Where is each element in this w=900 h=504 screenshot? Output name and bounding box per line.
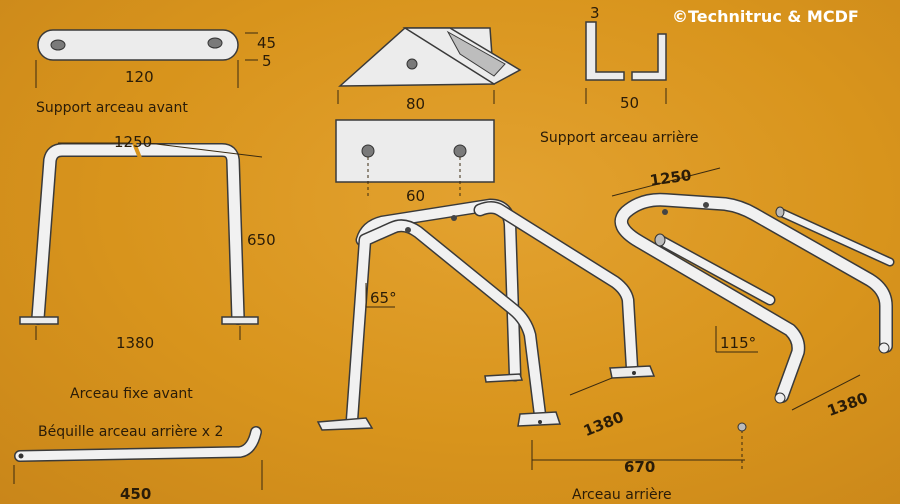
support-avant-caption: Support arceau avant — [36, 100, 188, 116]
support-arriere-caption: Support arceau arrière — [540, 130, 698, 146]
support-avant-dim-thickness: 5 — [262, 52, 272, 70]
support-avant-part: 45 5 120 Support arceau avant — [35, 29, 276, 116]
support-arriere-plate: 60 — [335, 119, 495, 205]
support-arriere-dim-width: 50 — [620, 94, 639, 112]
arceau-arriere-caption: Arceau arrière — [572, 487, 672, 503]
bequille-caption: Béquille arceau arrière x 2 — [38, 424, 223, 440]
arceau-avant-dim-base: 1380 — [116, 334, 154, 352]
arceau-arriere-dim-depth: 670 — [624, 458, 655, 476]
support-arriere-dim-holes: 60 — [406, 187, 425, 205]
support-avant-dim-width: 45 — [257, 34, 276, 52]
arceau-arriere-dim-right: 1380 — [825, 389, 870, 420]
support-avant-bar — [37, 29, 239, 61]
arceau-arriere-angle-rear: 115° — [720, 334, 756, 352]
bequille-dim-length: 450 — [120, 485, 151, 503]
support-arriere-plate-body — [335, 119, 495, 183]
support-avant-dim-length: 120 — [125, 68, 154, 86]
support-arriere-dim-thickness: 3 — [590, 4, 600, 22]
support-avant-hole-left — [50, 39, 66, 51]
arceau-avant-caption: Arceau fixe avant — [70, 386, 193, 402]
support-arriere-dim-side: 80 — [406, 95, 425, 113]
support-avant-hole-right — [207, 37, 223, 49]
support-arriere-channel: 3 50 Support arceau arrière — [540, 4, 698, 146]
arceau-arriere-dim-tube: 1250 — [649, 166, 693, 190]
arceau-arriere-assembled: 65° 1380 670 Arceau arrière — [316, 198, 747, 503]
arceau-avant-dim-tube: 1250 — [114, 133, 152, 151]
copyright-text: ©Technitruc & MCDF — [672, 7, 859, 26]
arceau-arriere-dim-left: 1380 — [581, 408, 626, 440]
arceau-arriere-side: 1250 115° 1380 — [611, 166, 895, 420]
support-arriere-bracket: 80 — [337, 27, 522, 113]
arceau-avant-part: 1250 650 1380 Arceau fixe avant — [19, 133, 276, 402]
bequille-part: Béquille arceau arrière x 2 450 — [13, 424, 263, 503]
arceau-avant-dim-height: 650 — [247, 231, 276, 249]
arceau-arriere-angle-front: 65° — [370, 289, 397, 307]
